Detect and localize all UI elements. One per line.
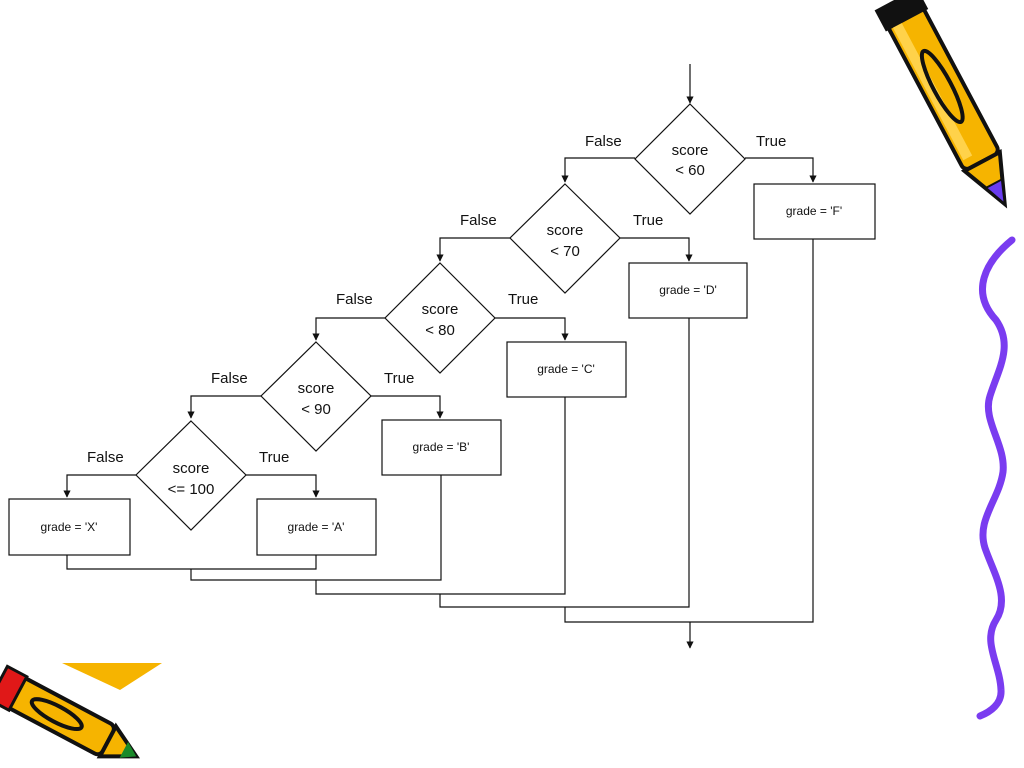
box-label: grade = 'B'	[413, 440, 470, 454]
false-label: False	[211, 370, 248, 387]
false-label: False	[336, 291, 373, 308]
true-label: True	[633, 212, 663, 229]
box-grade-f: grade = 'F'	[753, 183, 876, 240]
decision-line2: < 80	[425, 322, 455, 339]
false-edge-70	[436, 237, 510, 262]
pencil-icon	[874, 0, 1008, 209]
box-label: grade = 'A'	[288, 520, 345, 534]
true-edge-100	[246, 474, 320, 498]
squiggle-line	[976, 236, 1016, 720]
decision-line1: score	[298, 380, 335, 397]
box-grade-b: grade = 'B'	[381, 419, 502, 476]
true-label: True	[508, 291, 538, 308]
decision-line1: score	[547, 222, 584, 239]
false-edge-90	[187, 395, 261, 419]
box-label: grade = 'C'	[537, 362, 595, 376]
true-edge-90	[371, 395, 444, 419]
true-label: True	[384, 370, 414, 387]
true-edge-80	[495, 317, 569, 341]
decision-line2: < 60	[675, 162, 705, 179]
box-label: grade = 'F'	[786, 204, 842, 218]
false-label: False	[585, 133, 622, 150]
false-edge-80	[312, 317, 385, 341]
box-label: grade = 'X'	[41, 520, 98, 534]
decision-line1: score	[173, 460, 210, 477]
false-edge-100	[63, 474, 136, 498]
decision-line2: <= 100	[168, 481, 215, 498]
decision-score-lt-70: score < 70	[509, 183, 621, 294]
decision-score-lt-80: score < 80	[384, 262, 496, 374]
box-grade-x: grade = 'X'	[8, 498, 131, 556]
decision-line1: score	[672, 142, 709, 159]
box-grade-d: grade = 'D'	[628, 262, 748, 319]
decision-score-lte-100: score <= 100	[135, 420, 247, 531]
false-edge-60	[561, 157, 635, 183]
true-label: True	[259, 449, 289, 466]
true-edge-70	[620, 237, 693, 262]
decision-score-lt-60: score < 60	[634, 103, 746, 215]
decision-line2: < 90	[301, 401, 331, 418]
false-label: False	[460, 212, 497, 229]
box-grade-c: grade = 'C'	[506, 341, 627, 398]
box-label: grade = 'D'	[659, 283, 717, 297]
decision-line1: score	[422, 301, 459, 318]
decision-line2: < 70	[550, 243, 580, 260]
decision-score-lt-90: score < 90	[260, 341, 372, 452]
pencil-icon	[0, 663, 162, 759]
true-edge-60	[745, 157, 817, 183]
box-grade-a: grade = 'A'	[256, 498, 377, 556]
true-label: True	[756, 133, 786, 150]
merge-lines	[66, 239, 814, 623]
false-label: False	[87, 449, 124, 466]
